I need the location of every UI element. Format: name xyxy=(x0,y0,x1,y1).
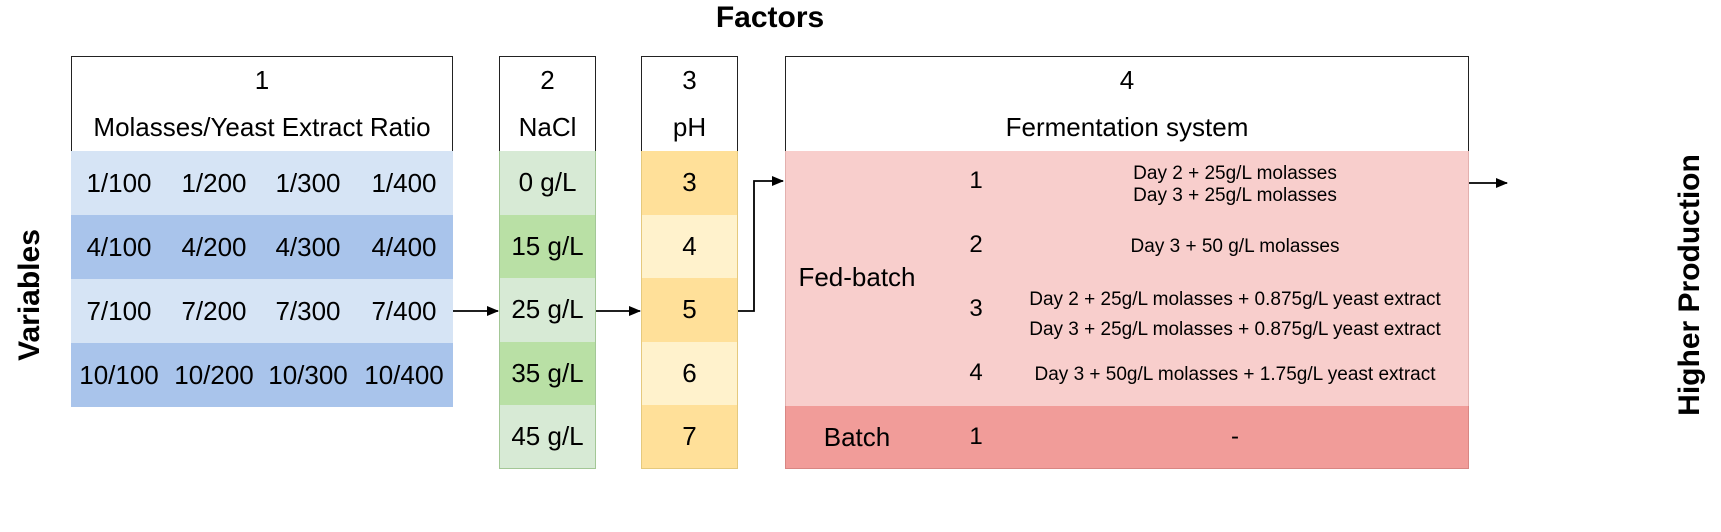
factor1-cell: 10/100 xyxy=(79,359,159,390)
factor3-cell: 4 xyxy=(641,214,738,279)
batch-option-number: 1 xyxy=(969,423,983,450)
factor1-row: 10/100 10/200 10/300 10/400 xyxy=(71,343,453,407)
factor1-cell: 1/300 xyxy=(275,167,341,198)
fed-batch-option-1-desc: Day 2 + 25g/L molasses Day 3 + 25g/L mol… xyxy=(1006,163,1464,207)
factor4-number: 4 xyxy=(785,56,1469,104)
factor2-cell: 0 g/L xyxy=(499,151,596,215)
factor1-row: 7/100 7/200 7/300 7/400 xyxy=(71,279,453,343)
factor2-cell: 15 g/L xyxy=(499,214,596,279)
fed-batch-option-number: 4 xyxy=(969,359,983,386)
factor1-cell: 4/200 xyxy=(181,231,247,262)
factor4-header: Fermentation system xyxy=(785,103,1469,152)
fed-batch-option-number: 1 xyxy=(969,167,983,194)
fed-batch-option-4-desc: Day 3 + 50g/L molasses + 1.75g/L yeast e… xyxy=(1006,364,1464,386)
batch-option-desc: - xyxy=(1231,423,1239,450)
fed-batch-option-number: 3 xyxy=(969,295,983,322)
factor2-header: NaCl xyxy=(499,103,596,152)
fed-batch-option-2-desc: Day 3 + 50 g/L molasses xyxy=(1006,236,1464,258)
factor1-row: 1/100 1/200 1/300 1/400 xyxy=(71,151,453,215)
factor3-cell: 6 xyxy=(641,341,738,406)
factor2-number: 2 xyxy=(499,56,596,104)
factor1-row: 4/100 4/200 4/300 4/400 xyxy=(71,215,453,279)
factor2-cell: 35 g/L xyxy=(499,341,596,406)
factor2-cell: 45 g/L xyxy=(499,405,596,469)
factor1-cell: 4/300 xyxy=(275,231,341,262)
factor1-cell: 7/200 xyxy=(181,295,247,326)
factor1-cell: 1/400 xyxy=(371,167,437,198)
fed-batch-option-line: Day 3 + 25g/L molasses + 0.875g/L yeast … xyxy=(1029,319,1441,340)
factor3-cell: 5 xyxy=(641,278,738,342)
factor1-number: 1 xyxy=(71,56,453,104)
fed-batch-option-line: Day 3 + 50g/L molasses + 1.75g/L yeast e… xyxy=(1034,364,1436,385)
factor1-cell: 7/300 xyxy=(275,295,341,326)
fed-batch-label: Fed-batch xyxy=(798,261,916,292)
factor1-cell: 4/100 xyxy=(86,231,152,262)
batch-block: Batch 1 - xyxy=(785,406,1469,469)
fed-batch-block: Fed-batch 1 Day 2 + 25g/L molasses Day 3… xyxy=(785,151,1469,407)
factor1-table: 1/100 1/200 1/300 1/400 4/100 4/200 4/300 4/400… xyxy=(71,151,453,407)
fed-batch-option-line: Day 2 + 25g/L molasses + 0.875g/L yeast … xyxy=(1029,289,1441,310)
factor1-cell: 10/200 xyxy=(174,359,254,390)
factor1-cell: 7/400 xyxy=(371,295,437,326)
factor3-cell: 7 xyxy=(641,405,738,469)
factor1-cell: 4/400 xyxy=(371,231,437,262)
factor1-cell: 1/200 xyxy=(181,167,247,198)
factor3-header: pH xyxy=(641,103,738,152)
fed-batch-option-line: Day 3 + 50 g/L molasses xyxy=(1130,236,1340,257)
factor3-number: 3 xyxy=(641,56,738,104)
factor1-cell: 7/100 xyxy=(86,295,152,326)
fed-batch-option-line: Day 3 + 25g/L molasses xyxy=(1133,185,1337,206)
factor1-cell: 1/100 xyxy=(86,167,152,198)
fed-batch-option-number: 2 xyxy=(969,231,983,258)
fed-batch-option-3-desc: Day 2 + 25g/L molasses + 0.875g/L yeast … xyxy=(1006,289,1464,341)
diagram-title: Factors xyxy=(715,1,825,34)
factor1-cell: 10/300 xyxy=(268,359,348,390)
fed-batch-option-line: Day 2 + 25g/L molasses xyxy=(1133,163,1337,184)
factor3-cell: 3 xyxy=(641,151,738,215)
factor2-cell: 25 g/L xyxy=(499,278,596,342)
arrow-factor3-to-factor4 xyxy=(738,176,784,312)
factor1-cell: 10/400 xyxy=(364,359,444,390)
batch-label: Batch xyxy=(823,421,891,452)
